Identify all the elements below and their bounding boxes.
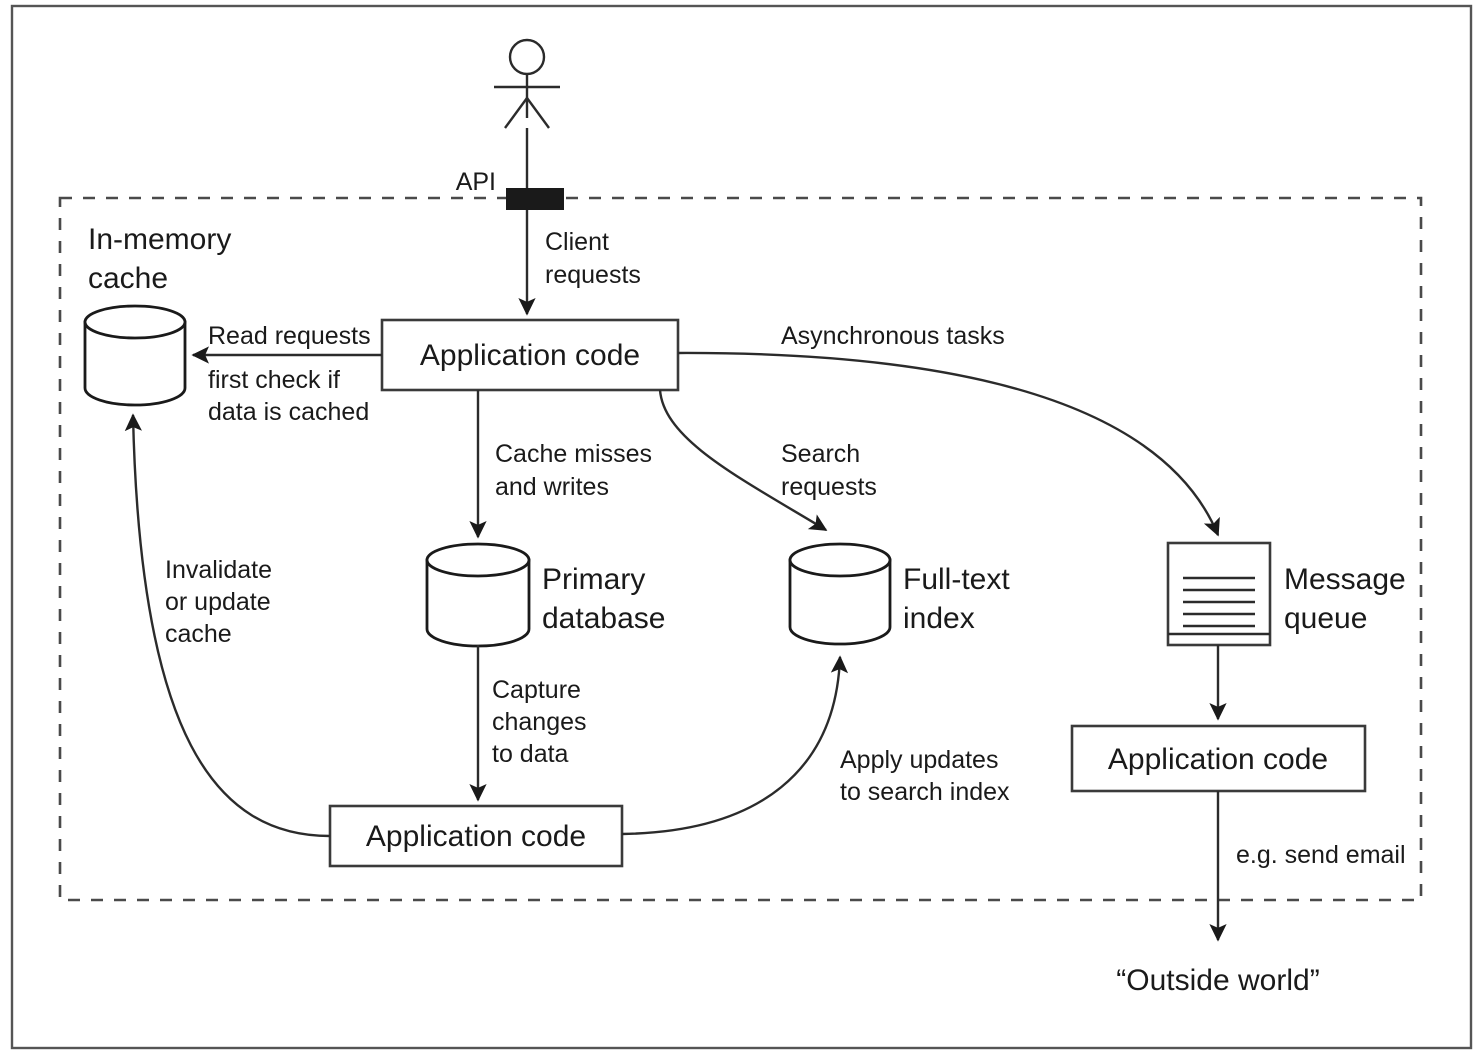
full-text-index-label-line1: Full-text — [903, 563, 1010, 596]
api-label: API — [456, 168, 496, 196]
search-requests-label-line1: Search — [781, 440, 860, 468]
capture-changes-label-line2: changes — [492, 708, 587, 736]
message-queue-label-line1: Message — [1284, 563, 1406, 596]
send-email-label: e.g. send email — [1236, 841, 1406, 869]
full-text-index-cylinder — [788, 542, 892, 646]
system-boundary — [58, 196, 1423, 902]
cache-misses-label-line2: and writes — [495, 473, 609, 501]
asynchronous-tasks-arrow — [677, 351, 1220, 537]
client-actor — [494, 38, 560, 129]
in-memory-cache-cylinder — [83, 304, 187, 407]
apply-updates-arrow — [621, 655, 849, 836]
primary-database-label-line1: Primary — [542, 563, 645, 596]
application-code-top-label: Application code — [420, 339, 640, 372]
capture-changes-label-line1: Capture — [492, 676, 581, 704]
asynchronous-tasks-label: Asynchronous tasks — [781, 322, 1005, 350]
in-memory-cache-label-line2: cache — [88, 262, 168, 295]
client-requests-label-line2: requests — [545, 261, 641, 289]
figure-frame — [10, 4, 1473, 1050]
application-code-top-box — [380, 318, 680, 392]
read-requests-label-line1: Read requests — [208, 322, 371, 350]
search-requests-arrow — [658, 389, 828, 532]
message-queue-icon — [1166, 541, 1272, 647]
client-requests-label-line1: Client — [545, 228, 609, 256]
invalidate-cache-label-line2: or update — [165, 588, 271, 616]
apply-updates-label-line2: to search index — [840, 778, 1010, 806]
in-memory-cache-label-line1: In-memory — [88, 223, 231, 256]
apply-updates-label-line1: Apply updates — [840, 746, 998, 774]
capture-changes-label-line3: to data — [492, 740, 569, 768]
primary-database-cylinder — [425, 542, 531, 648]
read-requests-label-line2: first check if — [208, 366, 340, 394]
application-code-bottom-right-label: Application code — [1108, 743, 1328, 776]
application-code-bottom-left-label: Application code — [366, 820, 586, 853]
api-bar-icon — [506, 188, 564, 210]
cache-misses-label-line1: Cache misses — [495, 440, 652, 468]
invalidate-cache-label-line3: cache — [165, 620, 232, 648]
primary-database-label-line2: database — [542, 602, 665, 635]
full-text-index-label-line2: index — [903, 602, 975, 635]
read-requests-label-line3: data is cached — [208, 398, 369, 426]
invalidate-cache-arrow — [124, 413, 331, 838]
search-requests-label-line2: requests — [781, 473, 877, 501]
message-queue-label-line2: queue — [1284, 602, 1367, 635]
invalidate-cache-label-line1: Invalidate — [165, 556, 272, 584]
outside-world-label: “Outside world” — [1116, 964, 1319, 997]
